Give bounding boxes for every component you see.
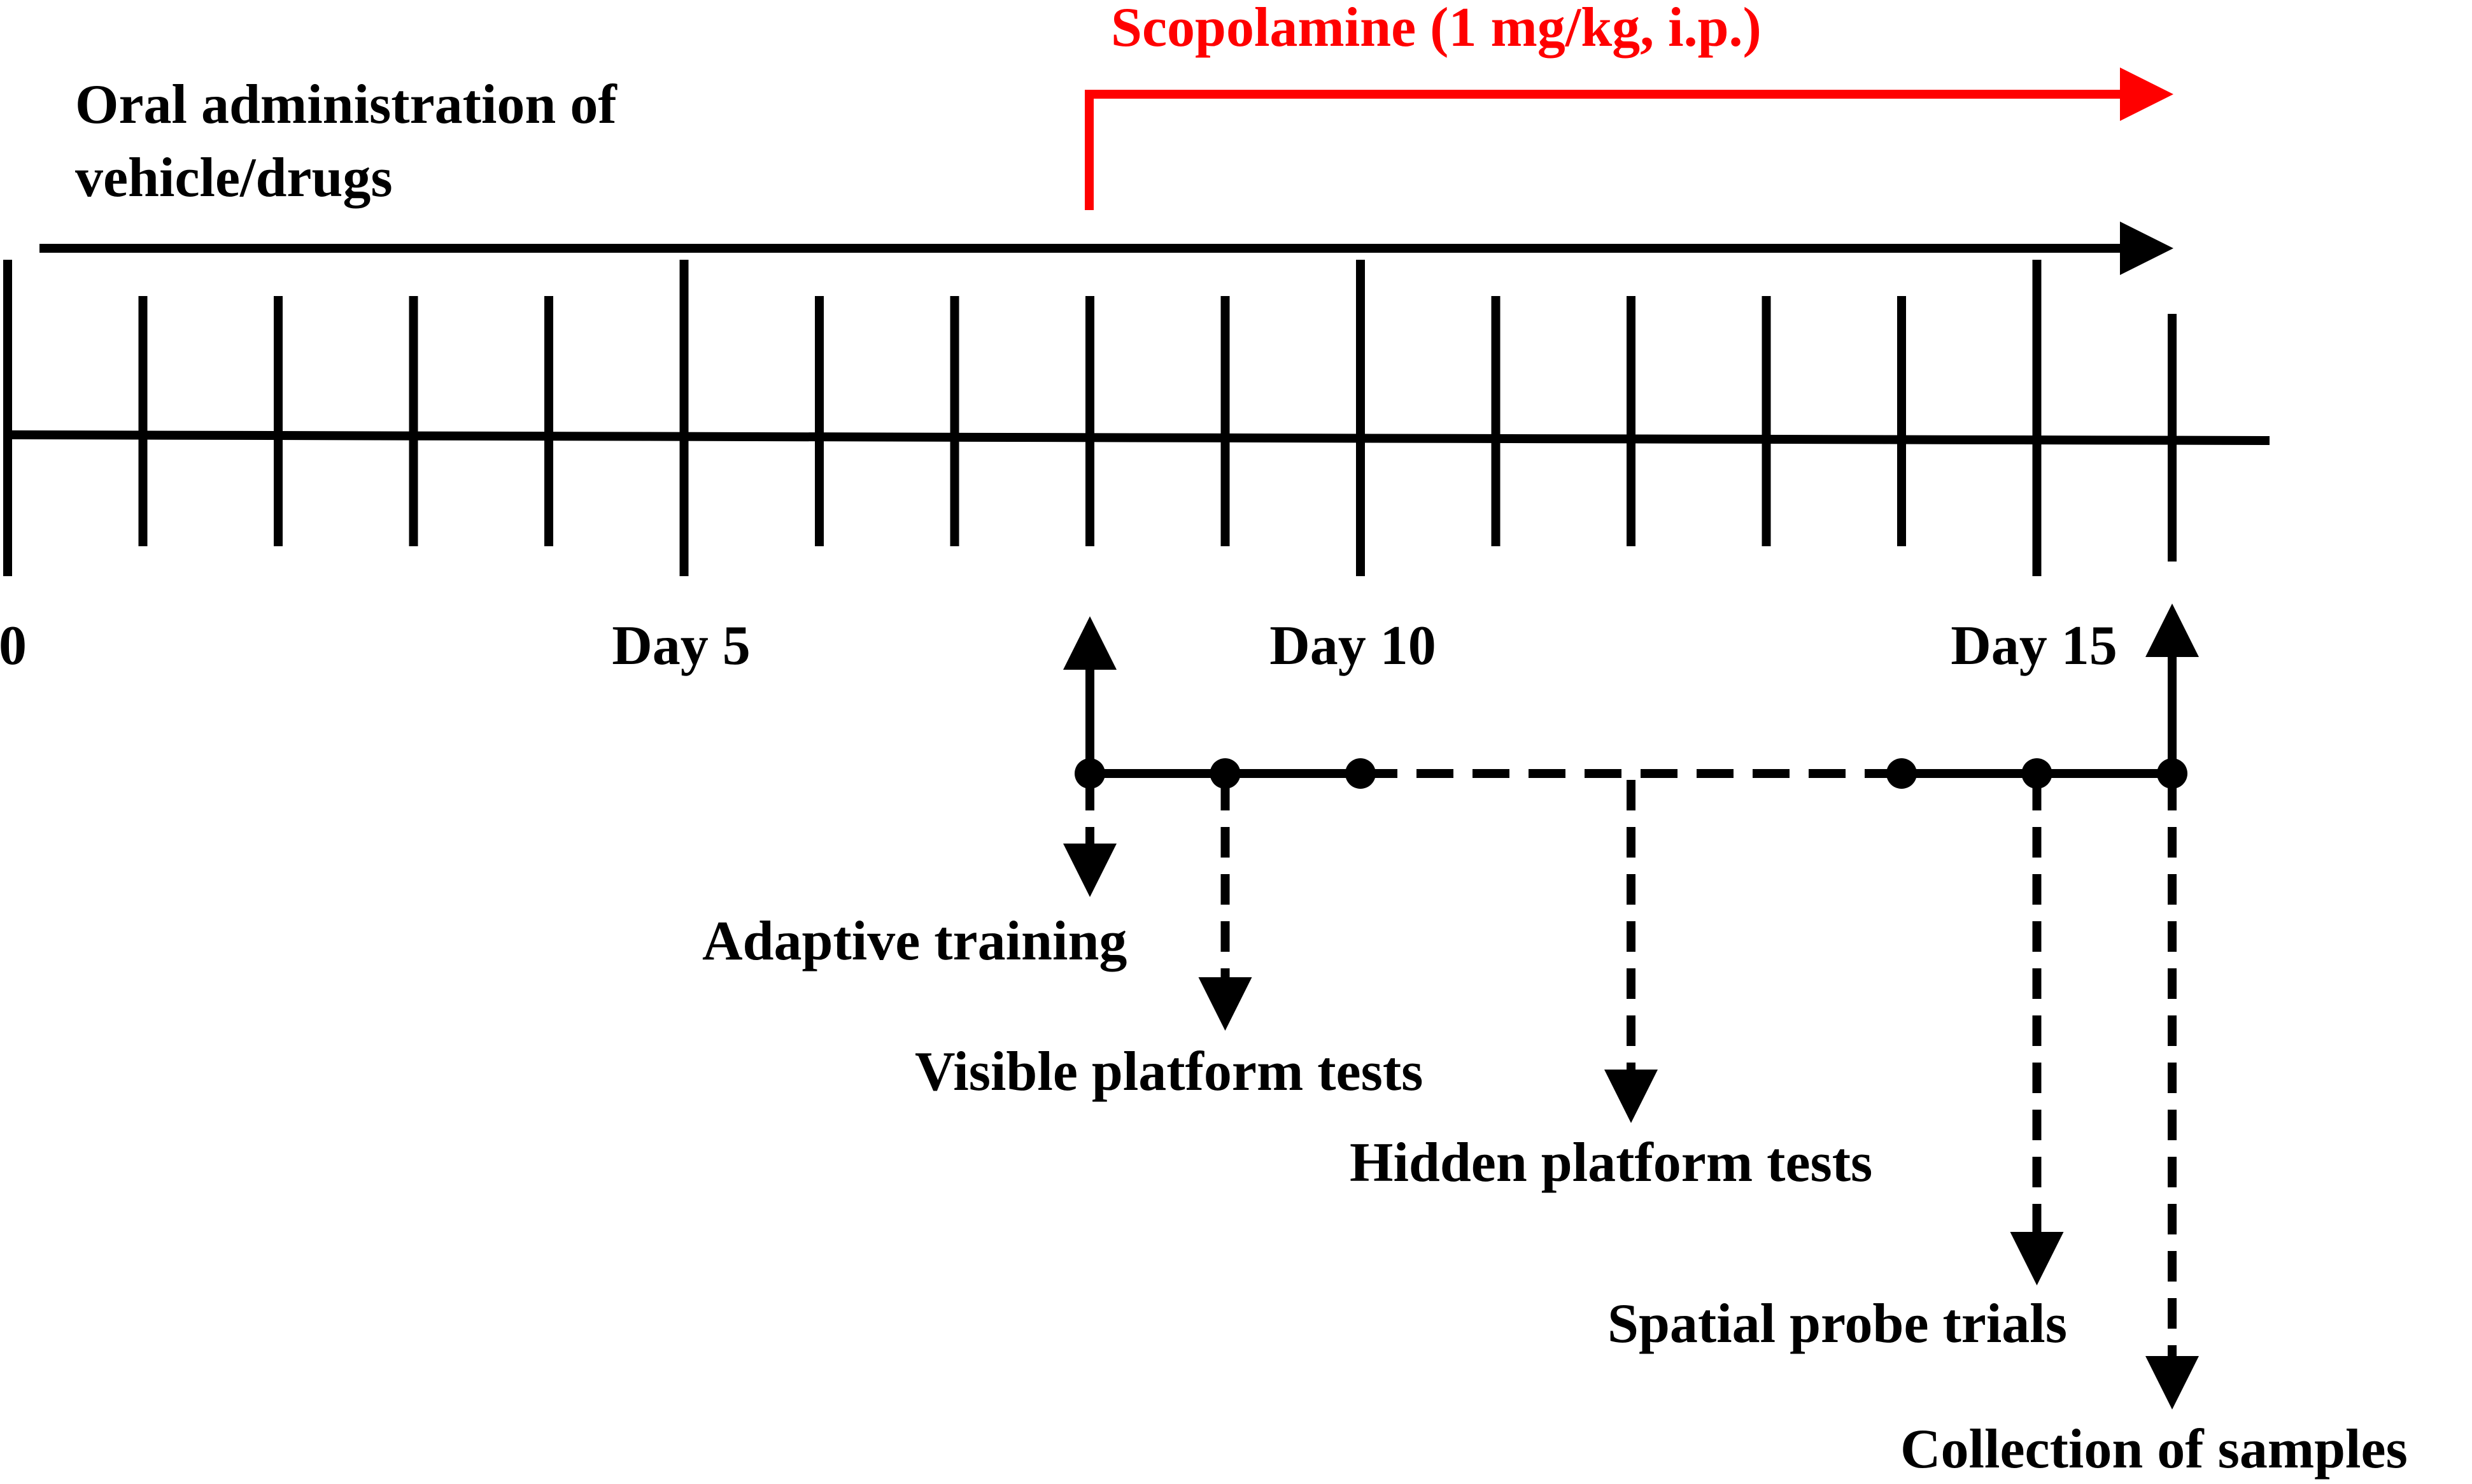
event-label-adaptive-training: Adaptive training	[702, 910, 1127, 972]
milestone-dot-day-8	[1075, 758, 1105, 789]
day-label-0: 0	[0, 615, 27, 677]
milestone-dot-day-9	[1210, 758, 1241, 789]
oral-administration-line-2: vehicle/drugs	[75, 147, 393, 209]
oral-administration-line-1: Oral administration of	[75, 74, 618, 136]
day-label-5: Day 5	[612, 615, 751, 677]
timeline-axis	[7, 430, 2270, 445]
milestone-dot-day-15	[2021, 758, 2052, 789]
milestone-dot-day-16	[2157, 758, 2187, 789]
oral-administration-label: Oral administration of vehicle/drugs	[75, 74, 631, 209]
event-label-collection-of-samples: Collection of samples	[1900, 1418, 2408, 1480]
event-label-visible-platform-tests: Visible platform tests	[915, 1041, 1423, 1103]
scopolamine-arrow	[1085, 67, 2173, 210]
test-phase-timeline	[1063, 604, 2199, 1410]
day-ticks	[3, 260, 2177, 576]
day-label-15: Day 15	[1951, 615, 2117, 677]
event-label-hidden-platform-tests: Hidden platform tests	[1350, 1132, 1872, 1194]
milestone-dot-day-10	[1345, 758, 1376, 789]
event-label-spatial-probe-trials: Spatial probe trials	[1607, 1293, 2067, 1355]
milestone-dot-day-14	[1886, 758, 1917, 789]
day-label-10: Day 10	[1269, 615, 1436, 677]
scopolamine-label: Scopolamine (1 mg/kg, i.p.)	[1111, 0, 1762, 59]
